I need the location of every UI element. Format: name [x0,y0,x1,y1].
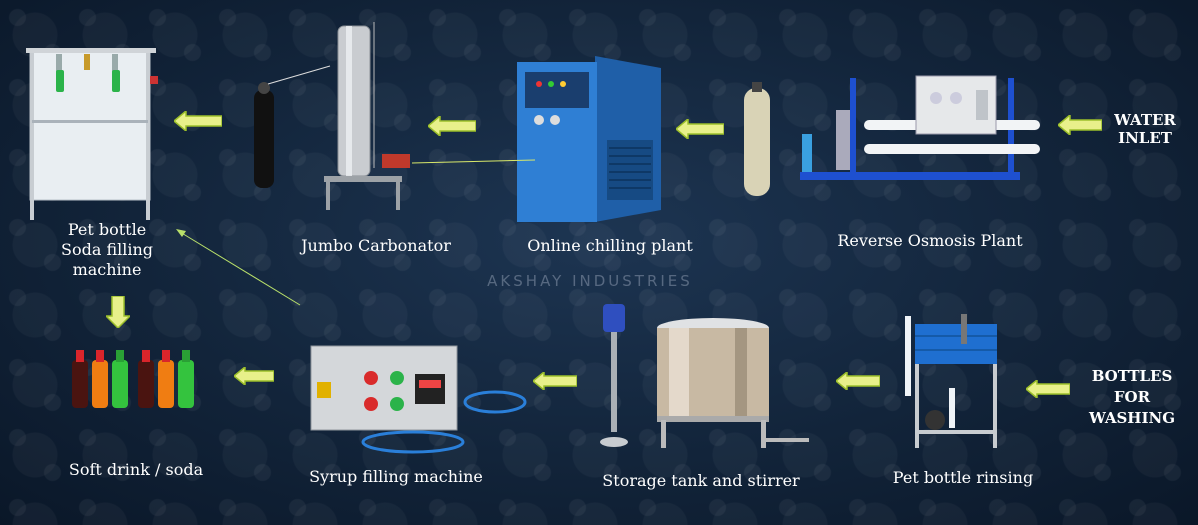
label-bottle-rinsing: Pet bottle rinsing [892,468,1034,487]
arrow-left-to-rinsing-icon [1026,380,1070,398]
soda-filling-machine-image [22,40,162,220]
syrup-filling-machine-image [305,342,530,462]
soft-drink-bottles-image [70,348,200,410]
arrow-down-to-soft-drink-icon [106,296,130,328]
label-water-inlet: WATER INLET [1114,111,1176,147]
label-bottles-for-washing: BOTTLES FOR WASHING [1088,367,1176,427]
label-jumbo-carbonator: Jumbo Carbonator [301,236,451,255]
label-syrup-filling: Syrup filling machine [309,467,483,486]
arrow-left-to-storage-icon [836,372,880,390]
arrow-left-to-soft-drink-icon [234,367,274,385]
label-soda-filling-machine: Pet bottle Soda filling machine [60,220,154,279]
arrow-left-to-chilling-icon [676,119,724,139]
label-online-chilling-plant: Online chilling plant [527,236,693,255]
arrow-left-to-carbonator-icon [428,116,476,136]
watermark: AKSHAY INDUSTRIES [487,272,693,290]
arrow-left-to-syrup-icon [533,372,577,390]
arrow-left-to-ro-icon [1058,115,1102,135]
label-storage-tank: Storage tank and stirrer [602,471,800,490]
label-reverse-osmosis: Reverse Osmosis Plant [837,231,1023,250]
arrow-left-to-filling-icon [174,111,222,131]
jumbo-carbonator-image [250,18,420,218]
chilling-plant-image [515,50,665,225]
bottle-rinsing-image [895,312,1005,452]
storage-tank-image [595,300,815,455]
reverse-osmosis-image [740,64,1040,204]
label-soft-drink: Soft drink / soda [68,460,204,479]
